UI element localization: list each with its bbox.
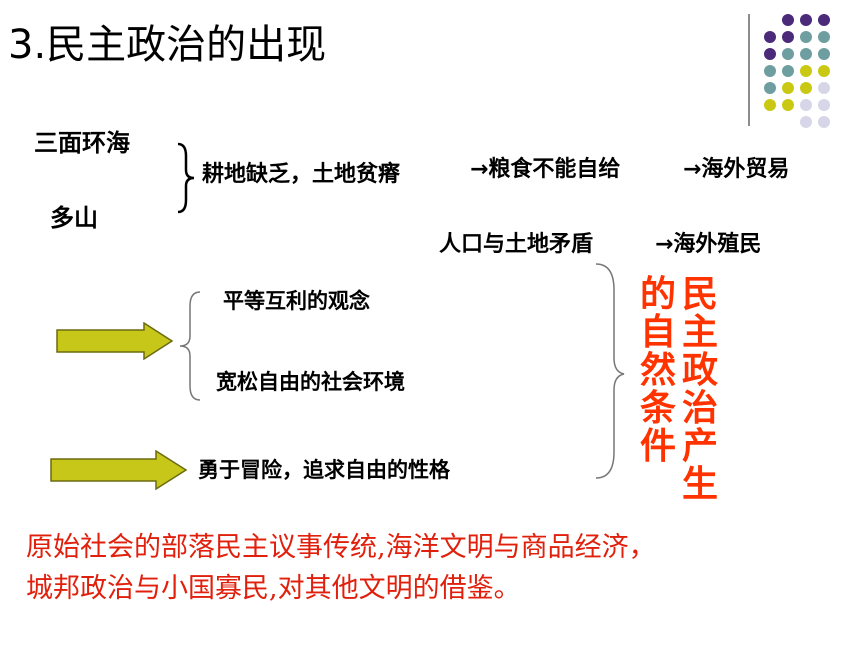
- decorative-dot: [800, 14, 812, 26]
- brace-right: [177, 142, 195, 214]
- decorative-dot: [818, 116, 830, 128]
- bottom-text-line1: 原始社会的部落民主议事传统,海洋文明与商品经济，: [26, 532, 656, 563]
- vertical-title-main: 民主政治产生: [681, 274, 718, 505]
- brace-large-right: [595, 263, 625, 479]
- bottom-text-line2: 城邦政治与小国寡民,对其他文明的借鉴。: [26, 573, 521, 604]
- label-colony: →海外殖民: [655, 232, 762, 257]
- arrow-right-icon: [50, 450, 188, 490]
- decorative-dot: [800, 116, 812, 128]
- decorative-dot: [800, 31, 812, 43]
- decorative-dot: [764, 31, 776, 43]
- label-population: 人口与土地矛盾: [439, 232, 594, 257]
- decorative-dot: [818, 14, 830, 26]
- arrow-right-icon: [56, 322, 174, 360]
- label-mountain: 多山: [50, 204, 98, 232]
- decorative-dot: [818, 82, 830, 94]
- brace-left: [179, 291, 201, 401]
- decorative-dot: [800, 48, 812, 60]
- label-equality: 平等互利的观念: [223, 289, 370, 313]
- decorative-dot: [764, 48, 776, 60]
- decorative-dot: [782, 99, 794, 111]
- decorative-dot: [800, 99, 812, 111]
- decorative-divider: [748, 14, 750, 126]
- decorative-dot: [764, 65, 776, 77]
- vertical-title-sub: 的自然条件: [639, 274, 676, 467]
- decorative-dot: [818, 99, 830, 111]
- decorative-dot: [764, 82, 776, 94]
- label-adventure: 勇于冒险，追求自由的性格: [198, 458, 450, 482]
- decorative-dot: [818, 48, 830, 60]
- decorative-dot: [764, 99, 776, 111]
- decorative-dot: [782, 14, 794, 26]
- decorative-dot: [782, 82, 794, 94]
- decorative-dot: [818, 65, 830, 77]
- page-title: 3.民主政治的出现: [8, 22, 327, 68]
- decorative-dot: [782, 65, 794, 77]
- label-freedom-env: 宽松自由的社会环境: [216, 370, 405, 394]
- label-food: →粮食不能自给: [470, 157, 621, 182]
- label-trade: →海外贸易: [683, 157, 790, 182]
- decorative-dot: [782, 48, 794, 60]
- label-sea: 三面环海: [34, 129, 130, 157]
- label-land: 耕地缺乏，土地贫瘠: [202, 162, 401, 187]
- decorative-dot: [818, 31, 830, 43]
- decorative-dot: [800, 65, 812, 77]
- decorative-dot: [800, 82, 812, 94]
- decorative-dot: [782, 31, 794, 43]
